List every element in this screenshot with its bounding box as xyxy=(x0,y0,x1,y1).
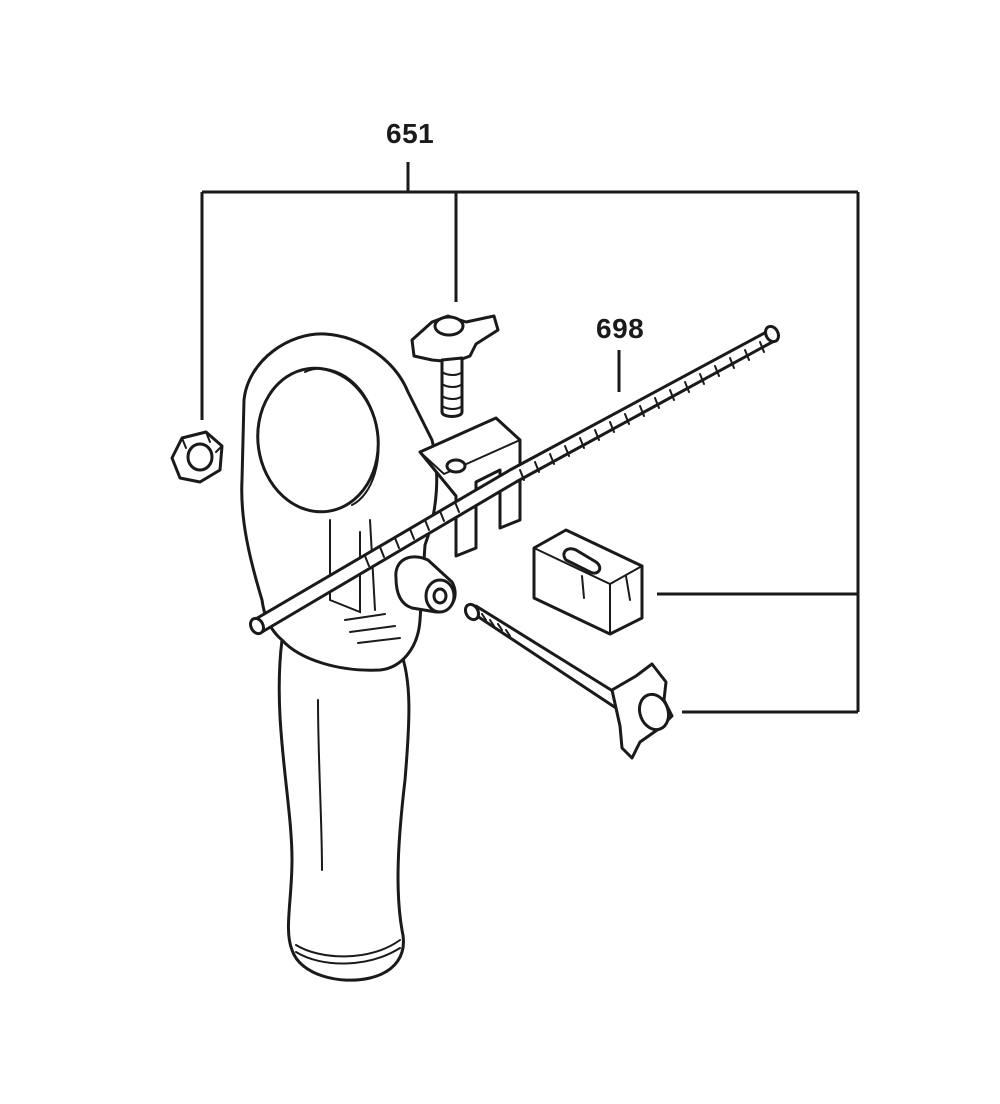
depth-rod-698 xyxy=(249,324,780,636)
slotted-block xyxy=(532,528,644,636)
handle-grip xyxy=(277,638,411,982)
callout-651: 651 xyxy=(386,118,435,149)
clamp-block xyxy=(418,416,522,558)
wing-screw xyxy=(463,602,674,760)
handle-body xyxy=(240,332,439,672)
hex-nut xyxy=(170,430,224,484)
wing-bolt xyxy=(410,314,500,418)
callout-698: 698 xyxy=(596,313,645,344)
side-knob xyxy=(394,555,457,614)
leader-lines-651 xyxy=(200,162,860,714)
